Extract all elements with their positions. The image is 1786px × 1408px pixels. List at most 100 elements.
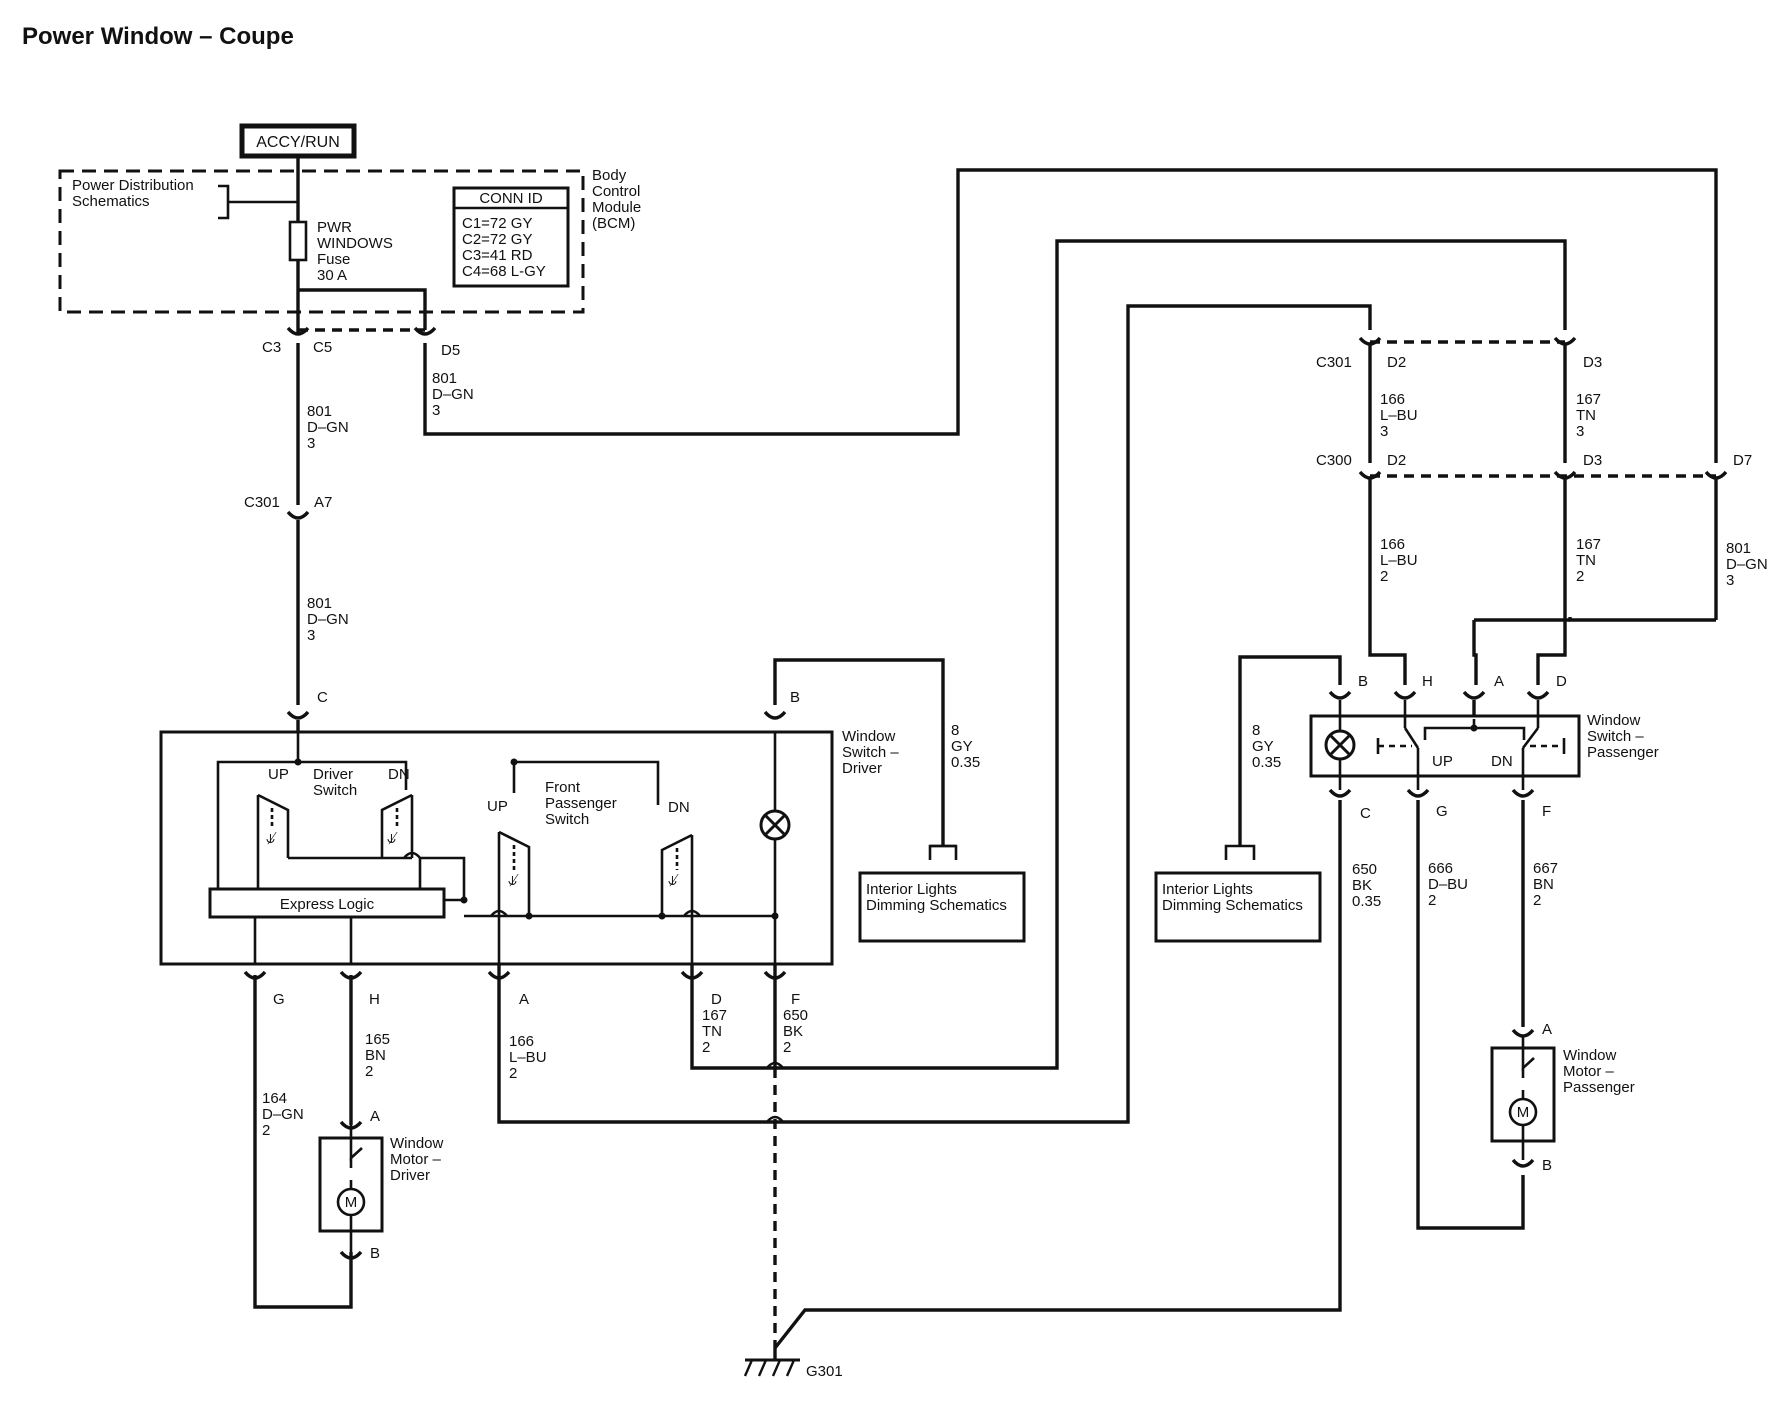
wire-801-d7-3: 3 — [1726, 572, 1734, 589]
wire-666-1: 666 — [1428, 860, 1453, 877]
wire-167-d-1: 167 — [702, 1007, 727, 1024]
conn-c5: C5 — [313, 339, 332, 356]
ground-icon — [743, 1358, 800, 1377]
wire-167-mid-3: 2 — [1576, 568, 1584, 585]
conn-pm-b: B — [1542, 1157, 1552, 1174]
wire-164-2: D–GN — [262, 1106, 304, 1123]
fuse-label-1: PWR — [317, 219, 352, 236]
conn-psw-c: C — [1360, 805, 1371, 822]
driver-dn-label: DN — [388, 766, 410, 783]
conn-psw-b: B — [1358, 673, 1368, 690]
conn-drv-f: F — [791, 991, 800, 1008]
passenger-dn-label: DN — [1491, 753, 1513, 770]
conn-id-row-2: C2=72 GY — [462, 231, 532, 248]
wire-650-c-2: BK — [1352, 877, 1372, 894]
conn-drv-d: D — [711, 991, 722, 1008]
wire-650-f-1: 650 — [783, 1007, 808, 1024]
wire-164-3: 2 — [262, 1122, 270, 1139]
wire-167-top-2: TN — [1576, 407, 1596, 424]
driver-dimming-box — [858, 871, 1026, 943]
wire-650-c-3: 0.35 — [1352, 893, 1381, 910]
driver-switch-name-2: Switch – — [842, 744, 899, 761]
passenger-switch-internals — [1338, 700, 1566, 790]
passenger-switch-name-1: Window — [1587, 712, 1641, 729]
conn-a7: A7 — [314, 494, 332, 511]
driver-switch-label-2: Switch — [313, 782, 357, 799]
conn-psw-f: F — [1542, 803, 1551, 820]
conn-d2-top: D2 — [1387, 354, 1406, 371]
svg-text:⫝̸: ⫝̸ — [668, 872, 679, 889]
page-title: Power Window – Coupe — [22, 23, 294, 50]
front-passenger-label-2: Passenger — [545, 795, 617, 812]
passenger-dimming-label-1: Interior Lights — [1162, 881, 1253, 898]
wire-166-mid-2: L–BU — [1380, 552, 1418, 569]
wire-667-1: 667 — [1533, 860, 1558, 877]
svg-text:⫝̸: ⫝̸ — [387, 830, 398, 847]
wire-650-f-2: BK — [783, 1023, 803, 1040]
svg-text:⫝̸: ⫝̸ — [508, 872, 519, 889]
wire-166-a-3: 2 — [509, 1065, 517, 1082]
driver-motor-symbol: M — [345, 1194, 358, 1211]
wire-801-d7-1: 801 — [1726, 540, 1751, 557]
conn-dm-b: B — [370, 1245, 380, 1262]
front-passenger-label-1: Front — [545, 779, 581, 796]
wire-167-d-2: TN — [702, 1023, 722, 1040]
driver-dimming-label-2: Dimming Schematics — [866, 897, 1007, 914]
express-logic-box — [208, 887, 446, 919]
wire-164-1: 164 — [262, 1090, 287, 1107]
driver-window-switch-box — [159, 730, 834, 966]
conn-c301: C301 — [244, 494, 280, 511]
front-passenger-label-3: Switch — [545, 811, 589, 828]
connector-symbols — [243, 326, 1728, 1260]
conn-c3: C3 — [262, 339, 281, 356]
driver-motor-name-1: Window — [390, 1135, 444, 1152]
wire-8-psw-2: GY — [1252, 738, 1274, 755]
conn-id-row-4: C4=68 L-GY — [462, 263, 546, 280]
driver-motor-name-3: Driver — [390, 1167, 430, 1184]
passenger-motor-name-3: Passenger — [1563, 1079, 1635, 1096]
bcm-label-2: Control — [592, 183, 640, 200]
conn-dm-a: A — [370, 1108, 380, 1125]
passenger-up-label: UP — [1432, 753, 1453, 770]
wire-801-d5-3: 3 — [432, 402, 440, 419]
conn-id-row-3: C3=41 RD — [462, 247, 533, 264]
conn-id-row-1: C1=72 GY — [462, 215, 532, 232]
wire-801-c5-1: 801 — [307, 403, 332, 420]
wire-650-c-1: 650 — [1352, 861, 1377, 878]
wire-165-1: 165 — [365, 1031, 390, 1048]
conn-c301-b: C301 — [1316, 354, 1352, 371]
wire-167-mid-2: TN — [1576, 552, 1596, 569]
wire-801-a7-3: 3 — [307, 627, 315, 644]
driver-motor-name-2: Motor – — [390, 1151, 442, 1168]
wire-8-psw-3: 0.35 — [1252, 754, 1281, 771]
svg-text:⫝̸: ⫝̸ — [266, 830, 277, 847]
fuse-label-3: Fuse — [317, 251, 350, 268]
front-passenger-dn-label: DN — [668, 799, 690, 816]
driver-switch-label-1: Driver — [313, 766, 353, 783]
passenger-lamp-icon — [1324, 729, 1356, 761]
wire-801-c5-2: D–GN — [307, 419, 349, 436]
passenger-switch-name-2: Switch – — [1587, 728, 1644, 745]
fuse-label-2: WINDOWS — [317, 235, 393, 252]
wire-166-a-1: 166 — [509, 1033, 534, 1050]
conn-d3-top: D3 — [1583, 354, 1602, 371]
passenger-dimming-box — [1154, 871, 1322, 943]
passenger-dimming-label-2: Dimming Schematics — [1162, 897, 1303, 914]
wire-166-mid-3: 2 — [1380, 568, 1388, 585]
wire-801-a7-1: 801 — [307, 595, 332, 612]
conn-pm-a: A — [1542, 1021, 1552, 1038]
fuse-icon — [288, 220, 308, 262]
driver-switch-name-3: Driver — [842, 760, 882, 777]
wire-801-c5-3: 3 — [307, 435, 315, 452]
driver-up-label: UP — [268, 766, 289, 783]
conn-drv-a: A — [519, 991, 529, 1008]
bcm-label-1: Body — [592, 167, 627, 184]
conn-psw-d: D — [1556, 673, 1567, 690]
conn-id-title: CONN ID — [479, 190, 543, 207]
wires — [218, 156, 1718, 1360]
conn-id-table — [452, 186, 570, 288]
wire-666-3: 2 — [1428, 892, 1436, 909]
wire-8-drv-3: 0.35 — [951, 754, 980, 771]
bcm-box — [58, 169, 585, 314]
conn-psw-h: H — [1422, 673, 1433, 690]
